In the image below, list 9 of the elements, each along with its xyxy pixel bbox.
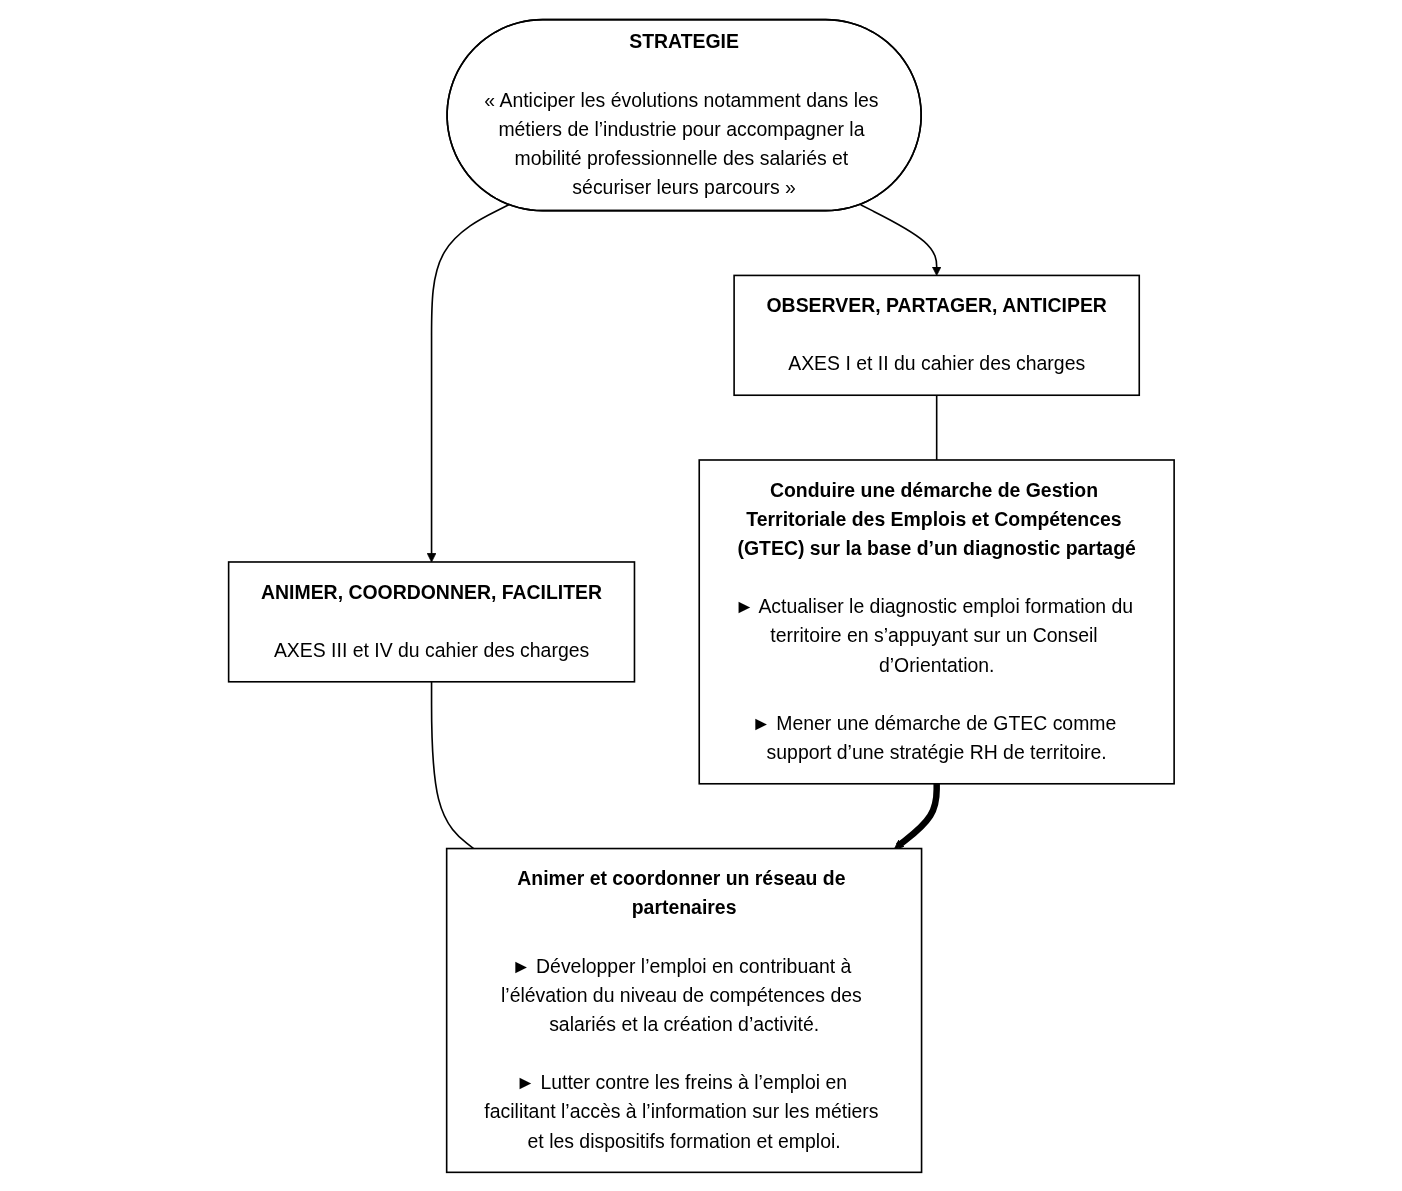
- arrow: [893, 783, 940, 849]
- connector: [935, 393, 938, 461]
- arrow: [859, 203, 942, 276]
- node-box: OBSERVER, PARTAGER, ANTICIPER AXES I et II du cahier des charges: [732, 274, 1140, 396]
- connector: [430, 680, 475, 849]
- node-box: Animer et coordonner un réseau de partenaires ► Développer l’emploi en contribuant à l’élévation du niveau de compétences des salariés et la création d’activité. ► Lutter contre les freins à l’emploi en facilitant l’accès à l’information sur les métiers et les dispositifs formation et emploi.: [445, 847, 922, 1173]
- node-box: ANIMER, COORDONNER, FACILITER AXES III et IV du cahier des charges: [227, 560, 635, 683]
- node-box: Conduire une démarche de Gestion Territoriale des Emplois et Compétences (GTEC) sur la base d’un diagnostic partagé ► Actualiser le diagnostic emploi formation du territoire en s’appuyant sur un Conseil d’Orientation. ► Mener une démarche de GTEC comme support d’une stratégie RH de territoire.: [698, 458, 1175, 785]
- arrow: [426, 203, 510, 562]
